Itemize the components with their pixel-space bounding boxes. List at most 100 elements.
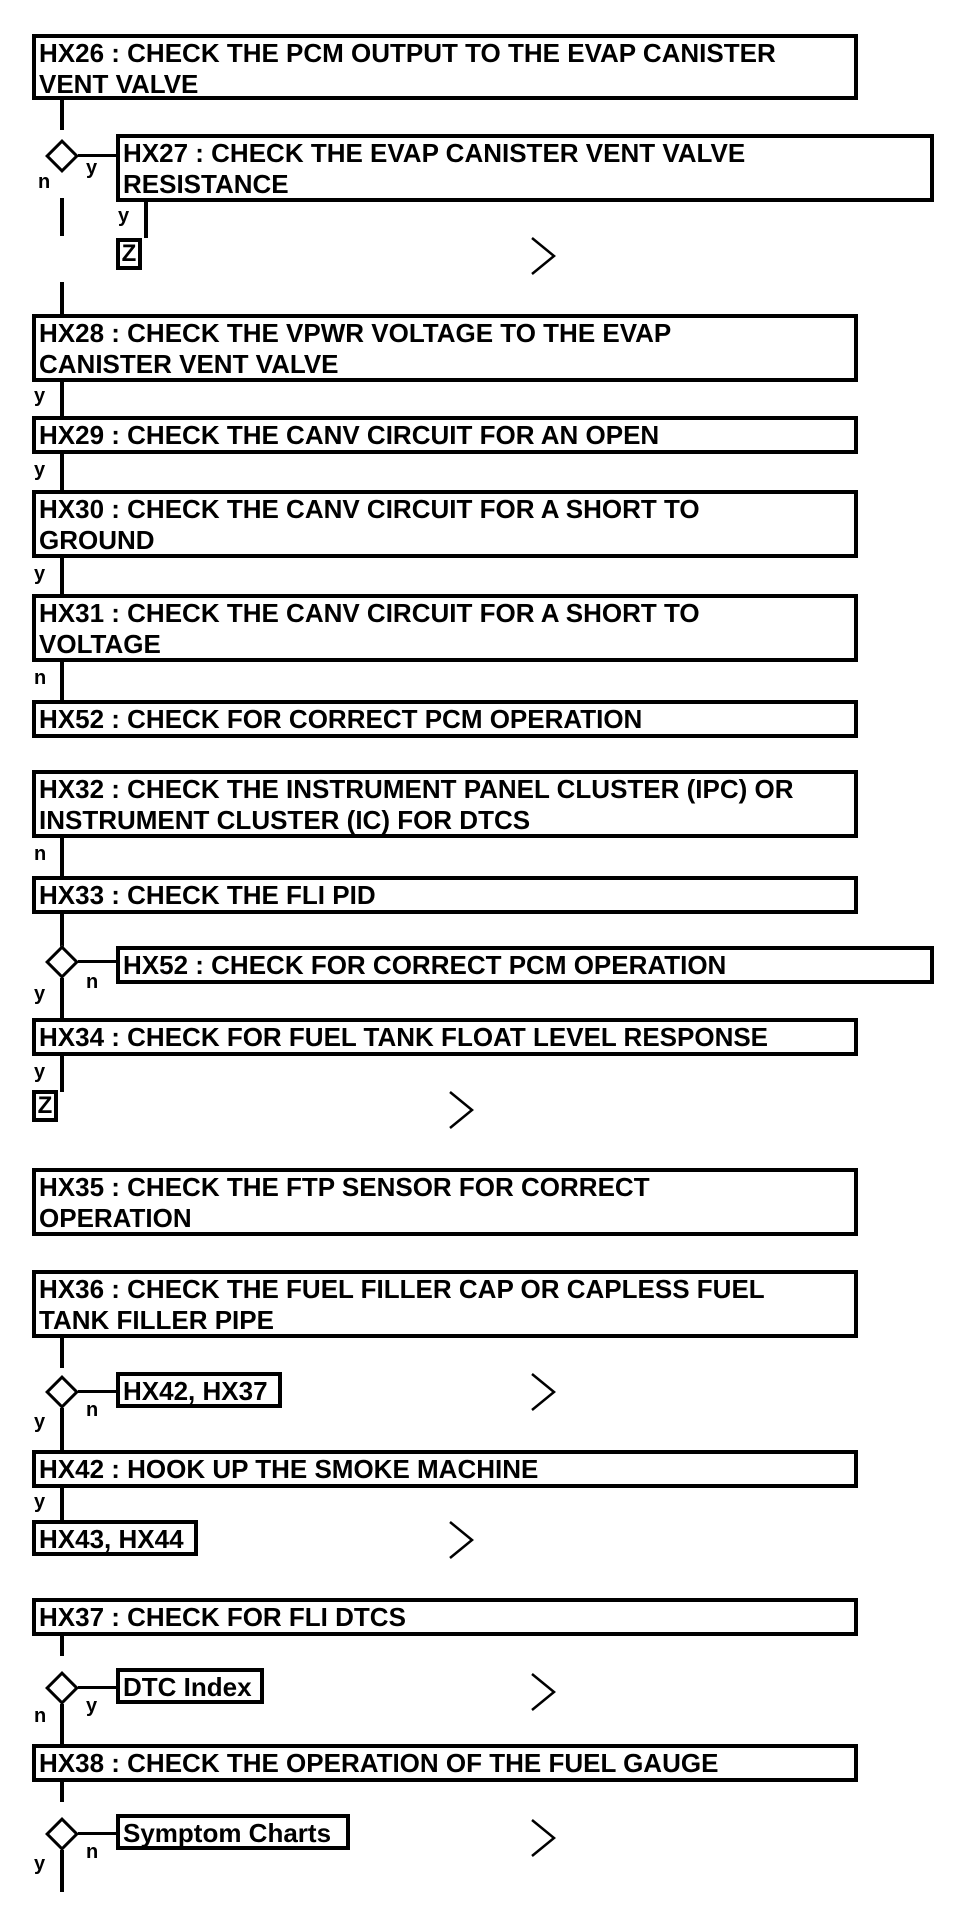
step-hx42-text: HX42 : HOOK UP THE SMOKE MACHINE (39, 1454, 539, 1484)
goto-hx43-hx44[interactable]: HX43, HX44 (32, 1520, 198, 1556)
goto-dtc-index[interactable]: DTC Index (116, 1668, 264, 1704)
connector (60, 558, 64, 594)
connector (60, 1704, 64, 1748)
step-hx32-line1: HX32 : CHECK THE INSTRUMENT PANEL CLUSTE… (39, 774, 794, 804)
step-hx36[interactable]: HX36 : CHECK THE FUEL FILLER CAP OR CAPL… (32, 1270, 858, 1338)
step-hx28-line2: CANISTER VENT VALVE (39, 349, 339, 379)
step-hx28-line1: HX28 : CHECK THE VPWR VOLTAGE TO THE EVA… (39, 318, 672, 348)
step-hx52-pcm[interactable]: HX52 : CHECK FOR CORRECT PCM OPERATION (116, 946, 934, 984)
goto-dtc-index-text: DTC Index (123, 1672, 252, 1702)
connector (144, 202, 148, 238)
goto-symptom-charts[interactable]: Symptom Charts (116, 1814, 350, 1850)
chevron-right-icon (531, 1373, 556, 1411)
connector (60, 382, 64, 416)
chevron-right-icon (449, 1091, 474, 1129)
decision-diamond (45, 1671, 79, 1705)
step-hx30-line2: GROUND (39, 525, 155, 555)
branch-label-n: n (34, 1705, 47, 1727)
step-hx26-line2: VENT VALVE (39, 69, 199, 99)
step-hx28[interactable]: HX28 : CHECK THE VPWR VOLTAGE TO THE EVA… (32, 314, 858, 382)
step-hx34-text: HX34 : CHECK FOR FUEL TANK FLOAT LEVEL R… (39, 1022, 769, 1052)
branch-label-n: n (38, 171, 51, 193)
step-hx35-line1: HX35 : CHECK THE FTP SENSOR FOR CORRECT (39, 1172, 650, 1202)
connector (78, 1686, 118, 1689)
step-hx35-line2: OPERATION (39, 1203, 192, 1233)
branch-label-y: y (34, 1411, 46, 1433)
connector (60, 978, 64, 1018)
chevron-right-icon (531, 1819, 556, 1857)
step-hx29[interactable]: HX29 : CHECK THE CANV CIRCUIT FOR AN OPE… (32, 416, 858, 454)
chevron-right-icon (449, 1521, 474, 1559)
step-hx32[interactable]: HX32 : CHECK THE INSTRUMENT PANEL CLUSTE… (32, 770, 858, 838)
connector (78, 960, 118, 963)
goto-symptom-charts-text: Symptom Charts (123, 1818, 332, 1848)
connector-z-box: Z (32, 1090, 58, 1122)
decision-diamond (45, 1817, 79, 1851)
step-hx26[interactable]: HX26 : CHECK THE PCM OUTPUT TO THE EVAP … (32, 34, 858, 100)
step-hx31[interactable]: HX31 : CHECK THE CANV CIRCUIT FOR A SHOR… (32, 594, 858, 662)
connector (60, 1056, 64, 1092)
chevron-right-icon (531, 1673, 556, 1711)
branch-label-n: n (86, 1841, 99, 1863)
connector (60, 282, 64, 314)
branch-label-n: n (34, 843, 47, 865)
decision-diamond (45, 945, 79, 979)
decision-diamond (45, 139, 79, 173)
branch-label-n: n (86, 1399, 99, 1421)
step-hx52-pcm-text: HX52 : CHECK FOR CORRECT PCM OPERATION (123, 950, 727, 980)
step-hx33-text: HX33 : CHECK THE FLI PID (39, 880, 376, 910)
step-hx38-text: HX38 : CHECK THE OPERATION OF THE FUEL G… (39, 1748, 719, 1778)
step-hx37[interactable]: HX37 : CHECK FOR FLI DTCS (32, 1598, 858, 1636)
goto-hx42-hx37[interactable]: HX42, HX37 (116, 1372, 282, 1408)
connector (60, 1408, 64, 1450)
connector-z-box: Z (116, 238, 142, 270)
connector (60, 838, 64, 876)
step-hx35[interactable]: HX35 : CHECK THE FTP SENSOR FOR CORRECT … (32, 1168, 858, 1236)
connector (78, 1832, 118, 1835)
step-hx31-line1: HX31 : CHECK THE CANV CIRCUIT FOR A SHOR… (39, 598, 700, 628)
step-hx34[interactable]: HX34 : CHECK FOR FUEL TANK FLOAT LEVEL R… (32, 1018, 858, 1056)
branch-label-n: n (86, 971, 99, 993)
branch-label-y: y (86, 1695, 98, 1717)
step-hx33[interactable]: HX33 : CHECK THE FLI PID (32, 876, 858, 914)
connector (60, 1850, 64, 1892)
branch-label-y: y (118, 205, 130, 227)
step-hx36-line1: HX36 : CHECK THE FUEL FILLER CAP OR CAPL… (39, 1274, 765, 1304)
connector (60, 1488, 64, 1522)
connector (60, 662, 64, 700)
connector (60, 1782, 64, 1802)
branch-label-y: y (34, 1853, 46, 1875)
step-hx30-line1: HX30 : CHECK THE CANV CIRCUIT FOR A SHOR… (39, 494, 700, 524)
step-hx31-line2: VOLTAGE (39, 629, 161, 659)
step-hx38[interactable]: HX38 : CHECK THE OPERATION OF THE FUEL G… (32, 1744, 858, 1782)
branch-label-y: y (34, 1491, 46, 1513)
branch-label-n: n (34, 667, 47, 689)
connector (60, 914, 64, 948)
step-hx42[interactable]: HX42 : HOOK UP THE SMOKE MACHINE (32, 1450, 858, 1488)
step-hx30[interactable]: HX30 : CHECK THE CANV CIRCUIT FOR A SHOR… (32, 490, 858, 558)
step-hx52-text: HX52 : CHECK FOR CORRECT PCM OPERATION (39, 704, 643, 734)
decision-diamond (45, 1375, 79, 1409)
branch-label-y: y (34, 385, 46, 407)
branch-label-y: y (86, 157, 98, 179)
step-hx27-line2: RESISTANCE (123, 169, 289, 199)
connector (78, 154, 118, 157)
connector (60, 1338, 64, 1368)
branch-label-y: y (34, 459, 46, 481)
connector (60, 198, 64, 236)
step-hx52[interactable]: HX52 : CHECK FOR CORRECT PCM OPERATION (32, 700, 858, 738)
step-hx27[interactable]: HX27 : CHECK THE EVAP CANISTER VENT VALV… (116, 134, 934, 202)
connector (60, 100, 64, 130)
step-hx36-line2: TANK FILLER PIPE (39, 1305, 274, 1335)
connector (60, 1636, 64, 1656)
step-hx29-text: HX29 : CHECK THE CANV CIRCUIT FOR AN OPE… (39, 420, 660, 450)
step-hx26-line1: HX26 : CHECK THE PCM OUTPUT TO THE EVAP … (39, 38, 776, 68)
goto-hx43-hx44-text: HX43, HX44 (39, 1524, 184, 1554)
chevron-right-icon (531, 237, 556, 275)
branch-label-y: y (34, 1061, 46, 1083)
branch-label-y: y (34, 983, 46, 1005)
branch-label-y: y (34, 563, 46, 585)
connector (78, 1390, 118, 1393)
goto-hx42-hx37-text: HX42, HX37 (123, 1376, 268, 1406)
